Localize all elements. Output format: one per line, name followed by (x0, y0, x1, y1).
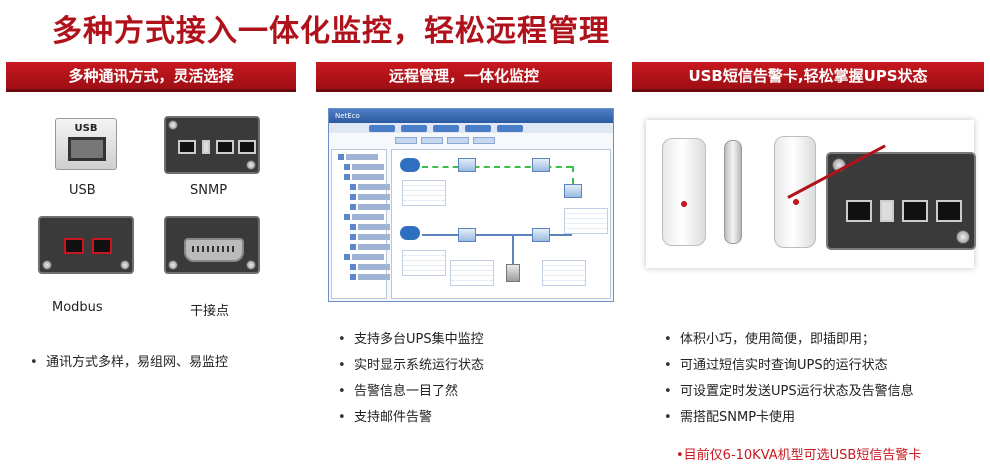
usb-sms-bullet-list: •体积小巧，使用简便，即插即用； •可通过短信实时查询UPS的运行状态 •可设置… (664, 327, 914, 431)
ups-node-icon (458, 158, 476, 172)
ups-node-icon (458, 228, 476, 242)
screw-icon (168, 260, 178, 270)
usb-port-icon (880, 200, 894, 222)
device-label-snmp: SNMP (190, 183, 228, 198)
tab (473, 137, 495, 144)
modbus-card-photo (38, 216, 134, 274)
menu-item (401, 124, 427, 132)
neteco-app-title: NetEco (335, 112, 360, 120)
rj-port-icon (92, 238, 112, 254)
list-item: •需搭配SNMP卡使用 (664, 410, 796, 425)
list-item: •支持邮件告警 (338, 410, 433, 425)
snmp-card-photo-large (826, 152, 976, 250)
section-header-communication: 多种通讯方式，灵活选择 (6, 62, 296, 92)
data-table (564, 208, 608, 234)
ethernet-port-icon (238, 140, 256, 154)
screw-icon (42, 260, 52, 270)
tab (447, 137, 469, 144)
data-table (542, 260, 586, 286)
list-item: •体积小巧，使用简便，即插即用； (664, 332, 876, 347)
list-item: •可设置定时发送UPS运行状态及告警信息 (664, 384, 914, 399)
ac-line-icon (400, 226, 420, 240)
ups-node-icon (532, 228, 550, 242)
ethernet-port-icon (216, 140, 234, 154)
usb-socket-icon (68, 137, 106, 161)
list-item: •通讯方式多样，易组网、易监控 (30, 355, 229, 370)
dsub-connector-icon (184, 238, 244, 262)
section-header-remote-management: 远程管理，一体化监控 (316, 62, 612, 92)
section-header-usb-sms-card: USB短信告警卡,轻松掌握UPS状态 (632, 62, 984, 92)
load-icon (564, 184, 582, 198)
menu-item (433, 124, 459, 132)
remote-management-bullet-list: •支持多台UPS集中监控 •实时显示系统运行状态 •告警信息一目了然 •支持邮件… (338, 327, 484, 431)
data-table (450, 260, 494, 286)
neteco-titlebar: NetEco (329, 109, 613, 123)
data-table (402, 180, 446, 206)
neteco-tabs (395, 137, 495, 144)
tab (395, 137, 417, 144)
page-title: 多种方式接入一体化监控，轻松远程管理 (52, 14, 610, 49)
device-label-usb: USB (69, 183, 96, 198)
rj-port-icon (64, 238, 84, 254)
ac-line-icon (400, 158, 420, 172)
screw-icon (168, 120, 178, 130)
usb-port-label: USB (74, 123, 98, 134)
screw-icon (246, 160, 256, 170)
list-item: •告警信息一目了然 (338, 384, 459, 399)
ethernet-port-icon (178, 140, 196, 154)
menu-item (497, 124, 523, 132)
tab (421, 137, 443, 144)
usb-dongle-side-icon (724, 140, 742, 244)
list-item: •支持多台UPS集中监控 (338, 332, 484, 347)
screw-icon (120, 260, 130, 270)
ethernet-port-icon (846, 200, 872, 222)
usb-dongle-icon (662, 138, 706, 246)
neteco-menubar (329, 123, 613, 133)
list-item: •实时显示系统运行状态 (338, 358, 485, 373)
device-label-modbus: Modbus (52, 300, 103, 315)
ethernet-port-icon (936, 200, 962, 222)
screw-icon (246, 260, 256, 270)
dry-contact-card-photo (164, 216, 260, 274)
availability-note: •目前仅6-10KVA机型可选USB短信告警卡 (676, 448, 922, 463)
usb-port-icon (202, 140, 210, 154)
huawei-logo-icon (679, 199, 689, 209)
huawei-logo-icon (791, 197, 801, 207)
data-table (402, 250, 446, 276)
menu-item (369, 124, 395, 132)
device-tree (331, 149, 390, 299)
battery-icon (506, 264, 520, 282)
topology-view (391, 149, 611, 299)
neteco-screenshot: NetEco (328, 108, 614, 302)
communication-bullet-list: •通讯方式多样，易组网、易监控 (30, 350, 228, 376)
ethernet-port-icon (902, 200, 928, 222)
list-item: •可通过短信实时查询UPS的运行状态 (664, 358, 888, 373)
device-label-dry-contact: 干接点 (190, 304, 230, 319)
usb-port-photo: USB (55, 118, 117, 170)
ups-node-icon (532, 158, 550, 172)
menu-item (465, 124, 491, 132)
snmp-card-photo (164, 116, 260, 174)
screw-icon (956, 230, 970, 244)
